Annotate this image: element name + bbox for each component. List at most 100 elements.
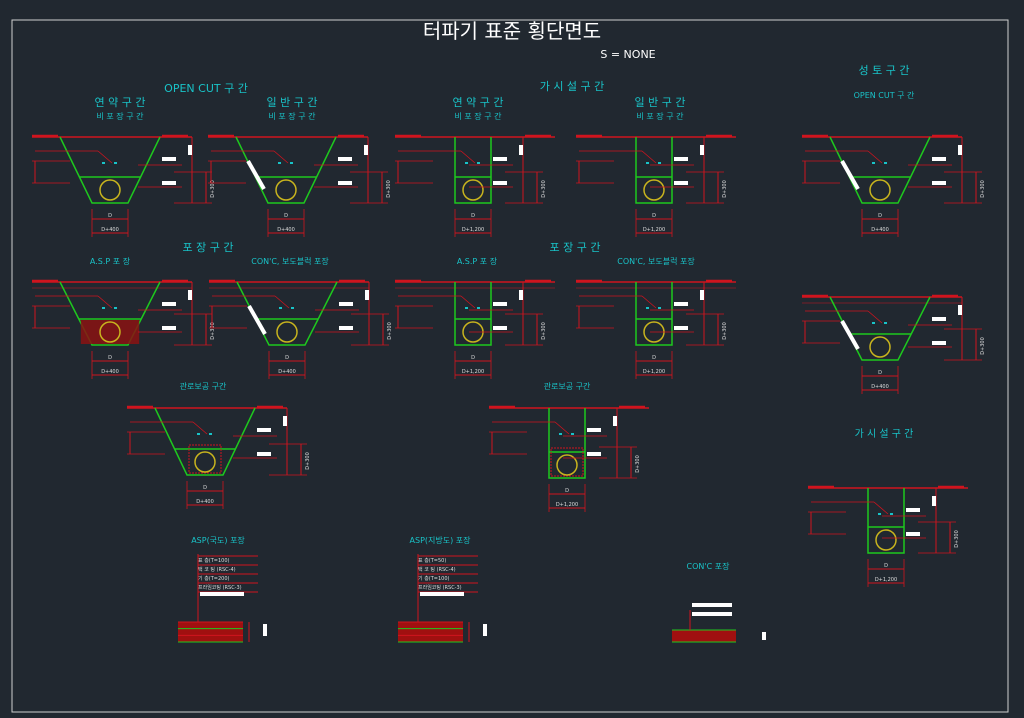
dimension-label: D — [108, 355, 112, 361]
note-box — [692, 603, 732, 607]
title-concrete: CON'C 포장 — [687, 561, 731, 571]
note-box — [932, 341, 946, 345]
warning-tape — [291, 307, 294, 309]
note-box — [674, 181, 688, 185]
note-box — [958, 305, 962, 315]
excavation-outline — [454, 282, 492, 346]
warning-tape — [465, 162, 468, 164]
label-soft-ground-2: 연 약 구 간 — [453, 95, 504, 109]
excavation-outline — [635, 282, 673, 346]
dimension-label: D+1,200 — [643, 227, 665, 233]
dimension-label: D+400 — [196, 499, 214, 505]
label-general-1: 일 반 구 간 — [267, 95, 318, 109]
warning-tape — [872, 322, 875, 324]
pavement-detail-national — [178, 554, 267, 643]
dimension-label: D+1,200 — [556, 502, 578, 508]
leader-line — [460, 150, 476, 164]
warning-tape — [872, 162, 875, 164]
note-box — [338, 181, 352, 185]
note-box — [364, 145, 368, 155]
note-box — [519, 145, 523, 155]
warning-tape — [465, 307, 468, 309]
pipe — [194, 451, 216, 473]
dimension-label: D — [652, 355, 656, 361]
pipe — [462, 179, 484, 201]
dimension-label: D+1,200 — [875, 577, 897, 583]
warning-tape — [878, 513, 881, 515]
leader-line — [192, 421, 208, 435]
dimension-label: D+400 — [101, 369, 119, 375]
dimension-label: D+300 — [541, 322, 547, 340]
dimension-label: D+1,200 — [462, 369, 484, 375]
leader-line — [554, 421, 570, 435]
dimension-label: D — [565, 488, 569, 494]
note-box — [674, 157, 688, 161]
leader-line — [873, 501, 889, 515]
note-box — [283, 416, 287, 426]
leader-line — [274, 295, 290, 309]
note-box — [519, 290, 523, 300]
dimension-label: D+300 — [980, 337, 986, 355]
pavement-layer-stack — [398, 622, 463, 642]
warning-tape — [658, 307, 661, 309]
dimension-label: D — [284, 213, 288, 219]
excavation-outline — [59, 281, 161, 346]
dimension-label: D+300 — [387, 322, 393, 340]
dimension-label: D+400 — [101, 227, 119, 233]
excavation-outline — [867, 488, 905, 554]
warning-tape — [114, 307, 117, 309]
sections-layer: D+300DD+400D+300DD+400D+300DD+1,200D+300… — [32, 134, 986, 643]
note-box — [339, 302, 353, 306]
title-asp-local: ASP(지방도) 포장 — [410, 535, 472, 545]
dimension-label: D+300 — [305, 452, 311, 470]
pipe — [99, 179, 121, 201]
note-box — [493, 302, 507, 306]
note-box — [420, 592, 464, 596]
leader-line — [867, 150, 883, 164]
label-asp-1: A.S.P 포 장 — [90, 256, 131, 266]
note-box — [188, 145, 192, 155]
note-box — [483, 624, 487, 636]
layer-list-national: 표 층(T=100) 택 코 팅 (RSC-4) 기 층(T=200) 프라임코… — [198, 557, 242, 591]
note-box — [958, 145, 962, 155]
dimension-label: D — [108, 213, 112, 219]
dimension-label: D+1,200 — [462, 227, 484, 233]
dimension-label: D+300 — [386, 180, 392, 198]
note-box — [692, 612, 732, 616]
excavation-outline — [154, 407, 256, 476]
warning-tape — [571, 433, 574, 435]
note-box — [338, 157, 352, 161]
group-temporary: 가 시 설 구 간 — [540, 80, 605, 93]
protection-box — [188, 444, 222, 474]
note-box — [493, 181, 507, 185]
layer-label: 표 층(T=100) — [198, 557, 230, 564]
pipe — [875, 529, 897, 551]
group-protection-right: 관로보공 구간 — [544, 381, 591, 391]
warning-tape — [102, 307, 105, 309]
group-embankment-temporary: 가 시 설 구 간 — [855, 428, 914, 440]
note-box — [162, 326, 176, 330]
layer-list-local: 표 층(T=50) 택 코 팅 (RSC-4) 기 층(T=100) 프라임코팅… — [418, 557, 462, 591]
pipe — [869, 336, 891, 358]
warning-tape — [646, 162, 649, 164]
drawing-border — [11, 19, 1009, 713]
note-box — [257, 452, 271, 456]
note-box — [932, 157, 946, 161]
warning-tape — [890, 513, 893, 515]
warning-tape — [884, 162, 887, 164]
pipe — [643, 179, 665, 201]
label-soft-ground-1-sub: 비 포 장 구 간 — [97, 111, 145, 121]
